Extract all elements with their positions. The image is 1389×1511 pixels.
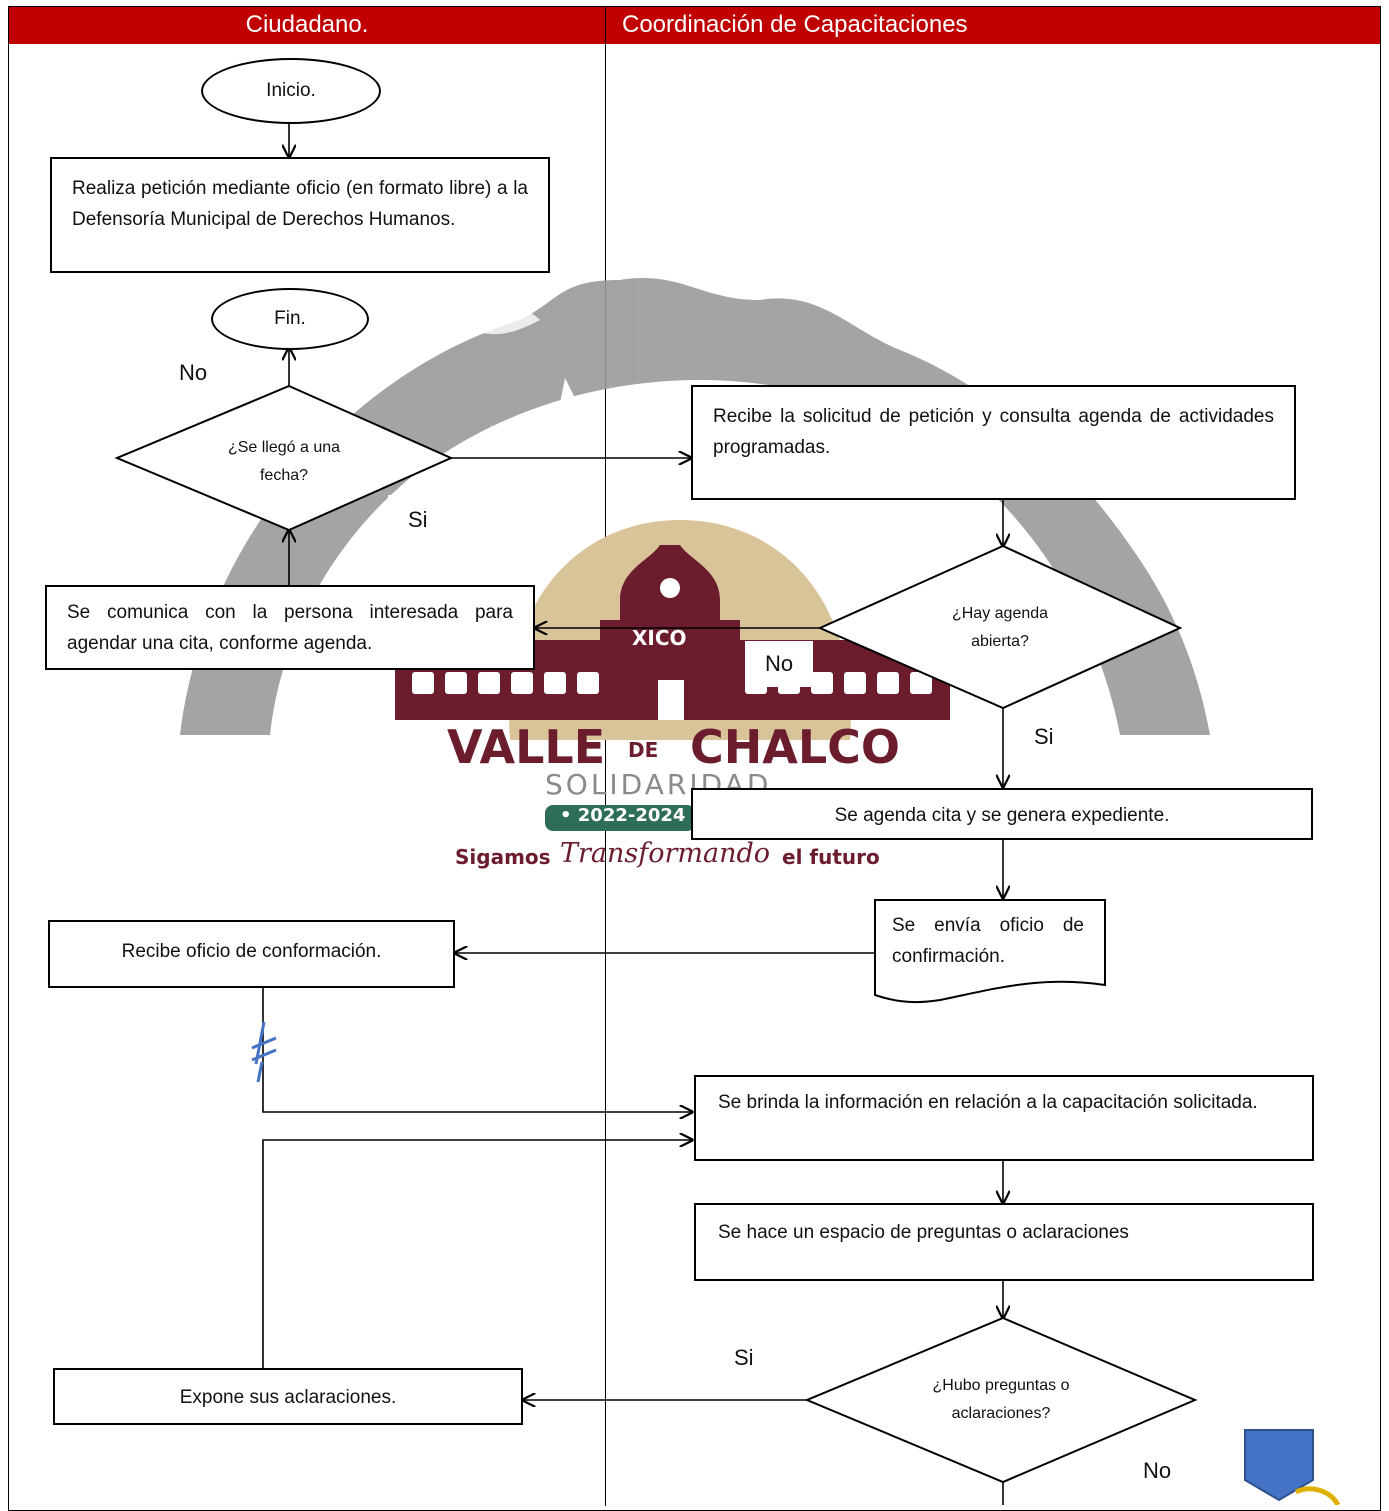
decision-questions-text: ¿Hubo preguntas o aclaraciones?: [932, 1377, 1070, 1422]
dove-icons: [465, 378, 698, 455]
golden-mark-icon: [1294, 1486, 1341, 1505]
step-send-letter-text: Se envía oficio de confirmación.: [892, 915, 1084, 967]
lane-header-coordination: Coordinación de Capacitaciones: [606, 6, 1381, 44]
label-no-agenda: No: [745, 641, 814, 687]
lane-header-citizen: Ciudadano.: [8, 6, 606, 44]
decision-diamond-date: [114, 384, 454, 532]
step-request-box: Realiza petición mediante oficio (en for…: [50, 157, 550, 273]
logo-years-text: • 2022-2024: [560, 805, 686, 826]
logo-chalco-text: CHALCO: [690, 720, 901, 774]
logo-slogan-a: Sigamos: [455, 845, 551, 869]
label-si-date: Si: [388, 495, 448, 545]
step-expose-box: Expone sus aclaraciones.: [53, 1368, 523, 1425]
step-provide-info-box: Se brinda la información en relación a l…: [694, 1075, 1314, 1161]
logo-slogan-c: el futuro: [782, 845, 880, 869]
start-terminal: Inicio.: [201, 58, 381, 124]
end-terminal: Fin.: [211, 288, 369, 350]
step-questions-space-box: Se hace un espacio de preguntas o aclara…: [694, 1203, 1314, 1281]
step-contact-box: Se comunica con la persona interesada pa…: [45, 585, 535, 670]
lane-divider: [605, 6, 606, 1506]
step-receive-letter-box: Recibe oficio de conformación.: [48, 920, 455, 988]
decision-date-text: ¿Se llegó a una fecha?: [227, 439, 341, 484]
step-schedule-box: Se agenda cita y se genera expediente.: [691, 788, 1313, 840]
start-label: Inicio.: [266, 80, 316, 101]
label-si-agenda: Si: [1034, 724, 1054, 749]
break-symbol: [251, 1021, 277, 1083]
decision-agenda-text: ¿Hay agenda abierta?: [951, 605, 1049, 650]
decision-diamond-questions: [804, 1316, 1198, 1484]
document-shape: [874, 899, 1106, 1004]
end-label: Fin.: [274, 308, 306, 329]
logo-de-text: DE: [628, 738, 659, 762]
label-no-end: No: [179, 360, 208, 385]
logo-xico-text: XICO: [632, 626, 687, 650]
label-si-questions: Si: [734, 1345, 754, 1370]
step-receive-request-box: Recibe la solicitud de petición y consul…: [691, 385, 1296, 500]
decision-diamond-agenda: [817, 544, 1183, 710]
label-no-questions: No: [1143, 1458, 1172, 1483]
logo-slogan-b: Transformando: [560, 838, 771, 869]
logo-valle-text: VALLE: [447, 720, 606, 774]
xico-logo: [395, 520, 950, 831]
